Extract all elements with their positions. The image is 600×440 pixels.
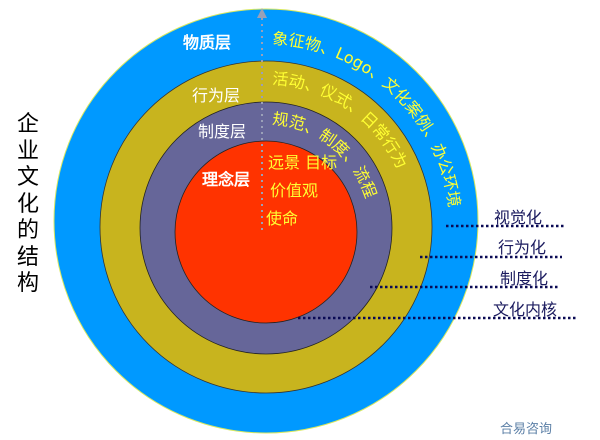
side-label-visual: 视觉化 [494,208,543,227]
level-guides [298,224,578,320]
layer-name-behavior: 行为层 [192,86,240,105]
arrow-up-icon [257,8,267,18]
concept-line-3: 使命 [266,209,298,228]
side-label-system: 制度化 [500,269,549,288]
side-label-behavior: 行为化 [498,238,547,257]
diagram-title: 企业文化的结构 [16,112,39,296]
brand-label: 合易咨询 [500,422,553,437]
layer-name-system: 制度层 [198,122,246,141]
concept-line-1: 远景 目标 [268,153,337,172]
concept-line-2: 价值观 [270,181,318,200]
layer-name-concept: 理念层 [202,170,250,189]
layer-name-material: 物质层 [183,33,231,52]
concept-layer-core [174,140,358,324]
side-label-core: 文化内核 [493,300,558,319]
